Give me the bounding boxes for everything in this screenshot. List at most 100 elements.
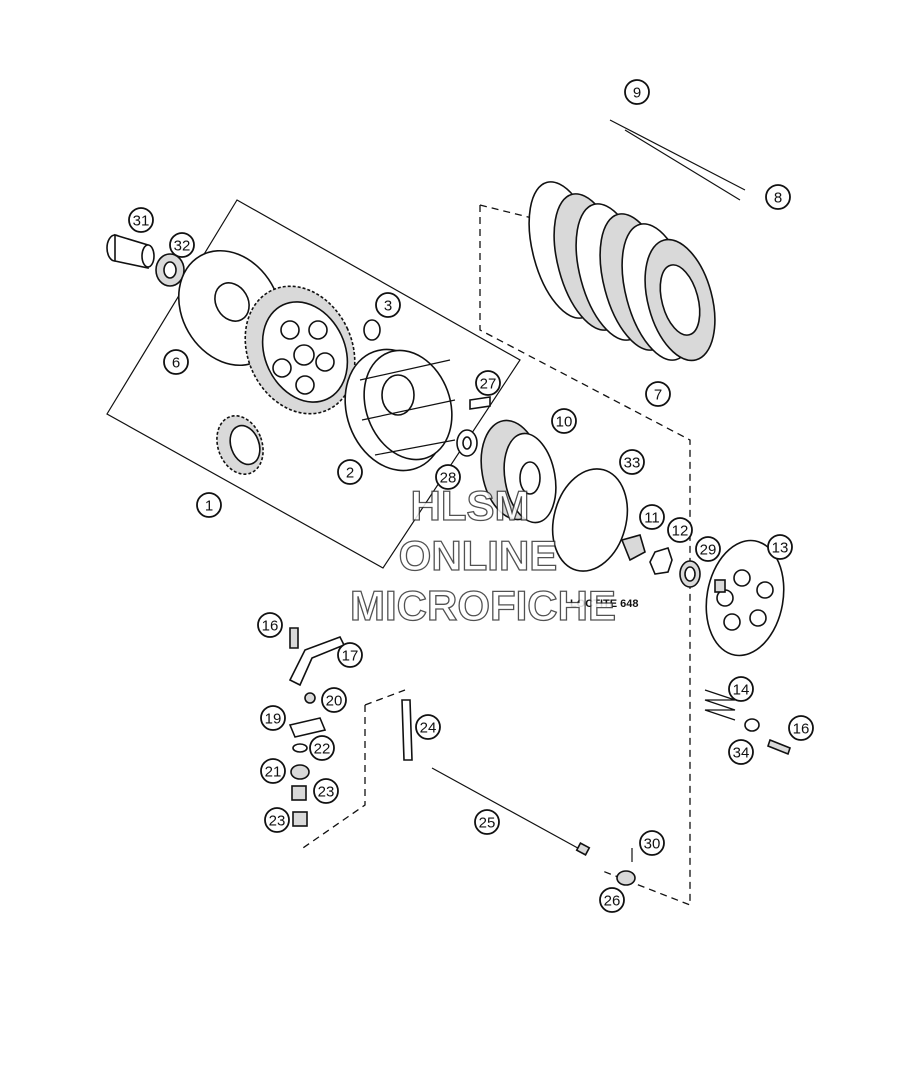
callout-number: 17 xyxy=(342,648,359,665)
callout-32: 32 xyxy=(169,232,195,258)
callout-number: 22 xyxy=(314,741,331,758)
callout-number: 28 xyxy=(440,470,457,487)
callout-number: 11 xyxy=(644,510,660,527)
callout-number: 27 xyxy=(480,376,497,393)
callout-number: 21 xyxy=(265,764,282,781)
callout-number: 6 xyxy=(172,355,180,372)
callout-23: 23 xyxy=(264,807,290,833)
callout-circle xyxy=(337,642,363,668)
callout-number: 33 xyxy=(624,455,641,472)
bolt-part-left xyxy=(289,627,299,649)
callout-circle xyxy=(375,292,401,318)
callout-1: 1 xyxy=(196,492,222,518)
callout-labels: 1236789101112131416161719202122232324252… xyxy=(128,79,814,913)
callout-circle xyxy=(474,809,500,835)
callout-circle xyxy=(765,184,791,210)
bushing-part xyxy=(106,233,155,269)
callout-31: 31 xyxy=(128,207,154,233)
callout-number: 2 xyxy=(346,465,354,482)
callout-number: 19 xyxy=(265,711,282,728)
gear-group-frame xyxy=(106,199,521,569)
callout-number: 30 xyxy=(644,836,661,853)
callout-circle xyxy=(639,830,665,856)
callout-17: 17 xyxy=(337,642,363,668)
callout-number: 24 xyxy=(420,720,437,737)
bushing-part-b xyxy=(292,811,308,827)
callout-10: 10 xyxy=(551,408,577,434)
needle-bearing-part xyxy=(155,253,185,287)
callout-circle xyxy=(728,676,754,702)
spring-part xyxy=(704,689,736,721)
thrust-piece-part xyxy=(616,870,636,886)
callout-19: 19 xyxy=(260,705,286,731)
callout-circle xyxy=(551,408,577,434)
callout-27: 27 xyxy=(475,370,501,396)
shaft-part xyxy=(401,699,413,761)
small-washer-part xyxy=(744,718,760,732)
callout-circle xyxy=(313,778,339,804)
callout-circle xyxy=(695,536,721,562)
callout-number: 9 xyxy=(633,85,641,102)
callout-number: 1 xyxy=(205,498,213,515)
callout-circle xyxy=(619,449,645,475)
watermark-line-3: MICROFICHE xyxy=(350,582,616,629)
pressure-plate-part xyxy=(705,539,785,657)
callout-24: 24 xyxy=(415,714,441,740)
clutch-basket-part xyxy=(344,348,456,472)
pin-part xyxy=(469,396,491,410)
callout-number: 13 xyxy=(772,540,789,557)
callout-number: 26 xyxy=(604,893,621,910)
callout-circle xyxy=(415,714,441,740)
callout-2: 2 xyxy=(337,459,363,485)
clutch-plates-stack xyxy=(528,119,746,362)
callout-9: 9 xyxy=(624,79,650,105)
callout-circle xyxy=(128,207,154,233)
bushing-part-a xyxy=(291,785,307,801)
bolt-part-right xyxy=(767,738,791,756)
callout-number: 32 xyxy=(174,238,191,255)
callout-number: 10 xyxy=(556,414,573,431)
callout-number: 3 xyxy=(384,298,392,315)
callout-number: 29 xyxy=(700,542,717,559)
nut-part xyxy=(649,547,673,575)
callout-7: 7 xyxy=(645,381,671,407)
primary-gear-part xyxy=(244,285,356,415)
callout-circle xyxy=(788,715,814,741)
callout-circle xyxy=(264,807,290,833)
callout-number: 16 xyxy=(262,618,279,635)
push-rod-part xyxy=(431,767,586,853)
screw-part xyxy=(304,692,316,704)
callout-number: 25 xyxy=(479,815,496,832)
callout-circle xyxy=(257,612,283,638)
callout-16: 16 xyxy=(788,715,814,741)
callout-number: 16 xyxy=(793,721,810,738)
callout-circle xyxy=(599,887,625,913)
callout-20: 20 xyxy=(321,687,347,713)
thrust-washer-part xyxy=(456,429,478,457)
watermark: HLSM ONLINE MICROFICHE xyxy=(349,481,616,629)
callout-29: 29 xyxy=(695,536,721,562)
callout-circle xyxy=(767,534,793,560)
callout-3: 3 xyxy=(375,292,401,318)
callout-12: 12 xyxy=(667,517,693,543)
callout-21: 21 xyxy=(260,758,286,784)
callout-number: 20 xyxy=(326,693,343,710)
callout-number: 23 xyxy=(269,813,286,830)
callout-23: 23 xyxy=(313,778,339,804)
callout-16: 16 xyxy=(257,612,283,638)
push-rod-tip xyxy=(575,842,591,856)
callout-28: 28 xyxy=(435,464,461,490)
o-ring-part xyxy=(551,468,629,572)
callout-8: 8 xyxy=(765,184,791,210)
callout-number: 12 xyxy=(672,523,689,540)
callout-circle xyxy=(337,459,363,485)
callout-circle xyxy=(163,349,189,375)
callout-circle xyxy=(260,705,286,731)
callout-number: 14 xyxy=(733,682,750,699)
callout-circle xyxy=(624,79,650,105)
callout-circle xyxy=(667,517,693,543)
callout-circle xyxy=(169,232,195,258)
callout-circle xyxy=(728,739,754,765)
callout-circle xyxy=(639,504,665,530)
